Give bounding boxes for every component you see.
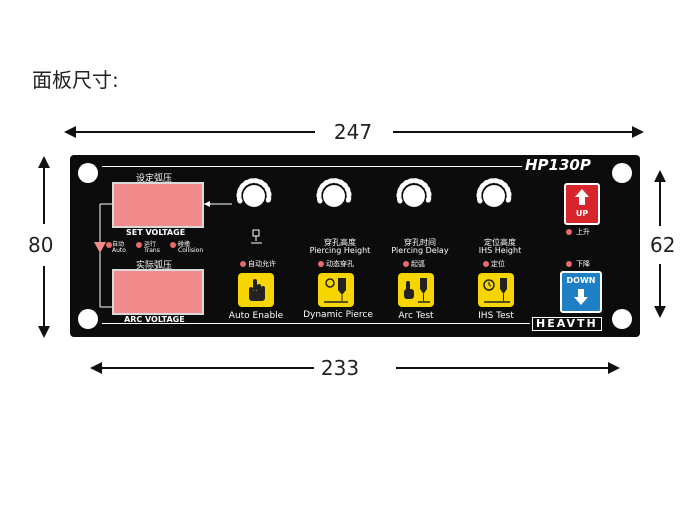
- mounting-hole: [612, 309, 632, 329]
- knob-ihs-height-cn: 定位高度: [484, 238, 516, 247]
- control-panel: HP130P HEAVTH 设定弧压 SET VOLTAGE 自动 Auto 运…: [70, 155, 640, 337]
- bottom-width-label: 233: [320, 356, 360, 380]
- set-voltage-display: [112, 182, 204, 228]
- mounting-hole: [78, 309, 98, 329]
- mounting-hole: [612, 163, 632, 183]
- left-height-label: 80: [28, 233, 54, 257]
- torch-height-icon: [251, 229, 262, 244]
- arc-voltage-display: [112, 269, 204, 315]
- bottom-rule: [102, 323, 530, 324]
- ihs-test-led: [483, 261, 489, 267]
- down-led-label: 下降: [576, 260, 590, 268]
- display-connector-lines: [94, 201, 232, 308]
- page-heading: 面板尺寸:: [32, 68, 119, 92]
- arc-start-icon: [404, 278, 430, 303]
- down-button[interactable]: DOWN: [560, 271, 602, 313]
- top-width-label: 247: [333, 120, 373, 144]
- left-dimension-arrow: [38, 156, 50, 338]
- down-led: [566, 261, 572, 267]
- knob-auto-height[interactable]: [236, 177, 274, 215]
- ihs-test-label: IHS Test: [478, 311, 514, 321]
- up-button-label: UP: [575, 209, 589, 218]
- up-led: [566, 229, 572, 235]
- auto-enable-led: [240, 261, 246, 267]
- down-button-label: DOWN: [566, 276, 596, 285]
- dynamic-pierce-led-label: 动态穿孔: [326, 260, 354, 268]
- right-height-label: 62: [650, 233, 676, 257]
- right-dimension-arrow: [654, 170, 666, 318]
- arc-test-button[interactable]: [398, 273, 434, 307]
- knob-ihs-height-en: IHS Height: [478, 246, 522, 255]
- knob-piercing-delay[interactable]: [396, 177, 434, 215]
- brand-logo: HEAVTH: [532, 317, 602, 331]
- dynamic-pierce-led: [318, 261, 324, 267]
- arrow-down-icon: [574, 289, 588, 305]
- ihs-test-led-label: 定位: [491, 260, 505, 268]
- indicator-trans-en: Trans: [144, 247, 160, 254]
- top-dimension-arrow: [64, 126, 644, 138]
- set-voltage-en-label: SET VOLTAGE: [126, 228, 186, 237]
- up-led-label: 上升: [576, 228, 590, 236]
- dynamic-pierce-label: Dynamic Pierce: [303, 310, 373, 320]
- indicator-led-collision: [170, 242, 176, 248]
- top-rule: [102, 166, 522, 167]
- arrow-up-icon: [575, 189, 589, 205]
- indicator-collision-cn: 碰撞: [178, 241, 191, 248]
- indicator-led-trans: [136, 242, 142, 248]
- auto-enable-led-label: 自动允许: [248, 260, 276, 268]
- arc-test-led-label: 起弧: [411, 260, 425, 268]
- knob-piercing-delay-cn: 穿孔时间: [404, 238, 436, 247]
- arc-voltage-en-label: ARC VOLTAGE: [124, 315, 185, 324]
- indicator-trans-cn: 运行: [144, 241, 157, 248]
- indicator-auto-en: Auto: [112, 247, 126, 254]
- indicator-auto-cn: 自动: [112, 241, 125, 248]
- model-label: HP130P: [525, 156, 591, 174]
- knob-ihs-height[interactable]: [476, 177, 514, 215]
- auto-enable-button[interactable]: [238, 273, 274, 307]
- set-voltage-cn-label: 设定弧压: [136, 174, 173, 184]
- knob-piercing-delay-en: Piercing Delay: [391, 246, 449, 255]
- indicator-led-auto: [106, 242, 112, 248]
- dynamic-pierce-button[interactable]: [318, 273, 354, 307]
- hand-icon: [249, 279, 265, 301]
- bottom-dimension-arrow: [90, 362, 620, 374]
- arc-voltage-cn-label: 实际弧压: [136, 261, 173, 271]
- ihs-test-icon: [483, 278, 510, 303]
- arc-test-label: Arc Test: [398, 311, 434, 321]
- knob-piercing-height-cn: 穿孔高度: [324, 238, 356, 247]
- knob-piercing-height[interactable]: [316, 177, 354, 215]
- arc-test-led: [403, 261, 409, 267]
- indicator-collision-en: Collision: [178, 247, 204, 254]
- up-button[interactable]: UP: [564, 183, 600, 225]
- ihs-test-button[interactable]: [478, 273, 514, 307]
- pierce-hand-icon: [324, 278, 348, 303]
- mounting-hole: [78, 163, 98, 183]
- knob-piercing-height-en: Piercing Height: [309, 246, 371, 255]
- auto-enable-label: Auto Enable: [228, 311, 284, 321]
